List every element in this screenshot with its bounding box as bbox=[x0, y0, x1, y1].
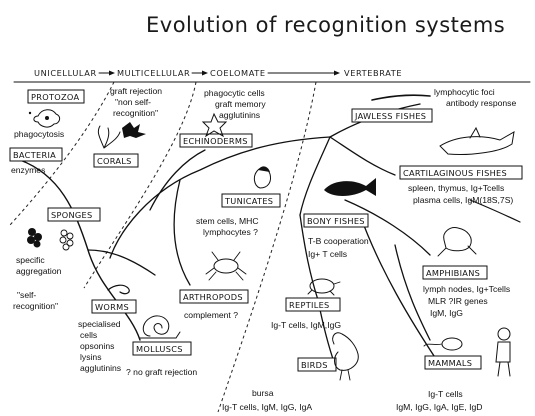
group-reptiles: REPTILES bbox=[285, 297, 341, 312]
note-birds-1: Ig-T cells, IgM, IgG, IgA bbox=[222, 402, 312, 412]
note-bony-2: Ig+ T cells bbox=[308, 249, 347, 259]
astronaut-drawing bbox=[495, 327, 511, 377]
stage-timeline: UNICELLULAR MULTICELLULAR COELOMATE VERT… bbox=[13, 68, 531, 83]
note-amph-3: IgM, IgG bbox=[430, 308, 463, 318]
worm-drawing bbox=[107, 284, 130, 295]
label-reptiles: REPTILES bbox=[289, 300, 330, 310]
crab-drawing bbox=[205, 251, 247, 281]
note-tunic-1: stem cells, MHC bbox=[196, 216, 259, 226]
label-echinoderms: ECHINODERMS bbox=[183, 136, 248, 146]
sponge-drawing bbox=[27, 228, 74, 251]
label-bony-fishes: BONY FISHES bbox=[307, 216, 365, 226]
diagram-title: Evolution of recognition systems bbox=[146, 13, 505, 37]
group-arthropods: ARTHROPODS bbox=[179, 289, 249, 304]
note-graft-2: "non self- bbox=[115, 97, 151, 107]
note-cart-2: plasma cells, IgM(18S,7S) bbox=[413, 195, 513, 205]
note-graft-3: recognition" bbox=[113, 108, 158, 118]
note-self-1: "self- bbox=[17, 290, 36, 300]
label-worms: WORMS bbox=[95, 302, 129, 312]
bony-fish-drawing bbox=[324, 178, 376, 196]
chicken-drawing bbox=[332, 332, 359, 381]
group-corals: CORALS bbox=[93, 153, 139, 168]
note-jawless-1: lymphocytic foci bbox=[434, 87, 495, 97]
note-cart-1: spleen, thymus, Ig+Tcells bbox=[408, 183, 504, 193]
stage-coelomate: COELOMATE bbox=[210, 68, 266, 78]
note-self-2: recognition" bbox=[13, 301, 58, 311]
note-worms-2: cells bbox=[80, 330, 97, 340]
note-mammals-2: IgM, IgG, IgA, IgE, IgD bbox=[396, 402, 482, 412]
stage-boundaries bbox=[9, 81, 317, 413]
stage-unicellular: UNICELLULAR bbox=[34, 68, 97, 78]
frog-drawing bbox=[437, 227, 477, 257]
label-corals: CORALS bbox=[97, 156, 132, 166]
group-bony-fishes: BONY FISHES bbox=[303, 213, 369, 228]
note-specific-1: specific bbox=[16, 255, 45, 265]
note-tunic-2: lymphocytes ? bbox=[203, 227, 258, 237]
note-bursa: bursa bbox=[252, 388, 274, 398]
group-amphibians: AMPHIBIANS bbox=[422, 265, 488, 280]
turtle-drawing bbox=[307, 278, 341, 296]
group-sponges: SPONGES bbox=[47, 207, 101, 222]
coral-drawing bbox=[97, 122, 146, 149]
note-mammals-1: Ig-T cells bbox=[428, 389, 463, 399]
group-echinoderms: ECHINODERMS bbox=[179, 133, 253, 148]
note-echino-1: phagocytic cells bbox=[204, 88, 265, 98]
note-complement: complement ? bbox=[184, 310, 238, 320]
note-enzymes: enzymes bbox=[11, 165, 45, 175]
note-jawless-2: antibody response bbox=[446, 98, 516, 108]
note-bony-1: T-B cooperation bbox=[308, 236, 369, 246]
label-amphibians: AMPHIBIANS bbox=[426, 268, 480, 278]
label-molluscs: MOLLUSCS bbox=[136, 344, 183, 354]
note-graft-1: graft rejection bbox=[110, 86, 162, 96]
label-tunicates: TUNICATES bbox=[224, 196, 273, 206]
stage-vertebrate: VERTEBRATE bbox=[344, 68, 402, 78]
group-cartilaginous-fishes: CARTILAGINOUS FISHES bbox=[399, 165, 523, 180]
note-phagocytosis: phagocytosis bbox=[14, 129, 64, 139]
group-mammals: MAMMALS bbox=[424, 355, 482, 370]
group-jawless-fishes: JAWLESS FISHES bbox=[351, 108, 433, 123]
starfish-drawing bbox=[201, 112, 228, 138]
group-tunicates: TUNICATES bbox=[221, 193, 281, 208]
group-protozoa: PROTOZOA bbox=[27, 89, 85, 104]
note-worms-3: opsonins bbox=[80, 341, 114, 351]
group-birds: BIRDS bbox=[297, 357, 337, 372]
note-worms-4: lysins bbox=[80, 352, 102, 362]
group-bacteria: BACTERIA bbox=[9, 147, 63, 162]
group-molluscs: MOLLUSCS bbox=[132, 341, 192, 356]
note-echino-3: agglutinins bbox=[219, 110, 260, 120]
lamprey-drawing bbox=[371, 94, 431, 101]
shark-drawing bbox=[439, 126, 515, 155]
note-worms-1: specialised bbox=[78, 319, 121, 329]
label-sponges: SPONGES bbox=[51, 210, 93, 220]
note-specific-2: aggregation bbox=[16, 266, 62, 276]
annotations: phagocytosis enzymes graft rejection "no… bbox=[11, 86, 516, 412]
stage-multicellular: MULTICELLULAR bbox=[117, 68, 190, 78]
note-amph-1: lymph nodes, Ig+Tcells bbox=[423, 284, 510, 294]
group-worms: WORMS bbox=[91, 299, 137, 314]
note-reptiles-1: Ig-T cells, IgM,IgG bbox=[271, 320, 341, 330]
snail-drawing bbox=[139, 315, 181, 339]
protozoa-drawing bbox=[28, 109, 61, 128]
label-birds: BIRDS bbox=[301, 360, 328, 370]
note-no-graft: ? no graft rejection bbox=[126, 367, 197, 377]
note-worms-5: agglutinins bbox=[80, 363, 121, 373]
mouse-drawing bbox=[423, 337, 463, 351]
label-protozoa: PROTOZOA bbox=[31, 92, 80, 102]
label-bacteria: BACTERIA bbox=[13, 150, 56, 160]
label-mammals: MAMMALS bbox=[428, 358, 472, 368]
note-echino-2: graft memory bbox=[215, 99, 266, 109]
label-arthropods: ARTHROPODS bbox=[183, 292, 243, 302]
tunicate-drawing bbox=[253, 166, 271, 189]
label-cartilaginous-fishes: CARTILAGINOUS FISHES bbox=[403, 168, 507, 178]
label-jawless-fishes: JAWLESS FISHES bbox=[354, 111, 426, 121]
note-amph-2: MLR ?IR genes bbox=[428, 296, 488, 306]
